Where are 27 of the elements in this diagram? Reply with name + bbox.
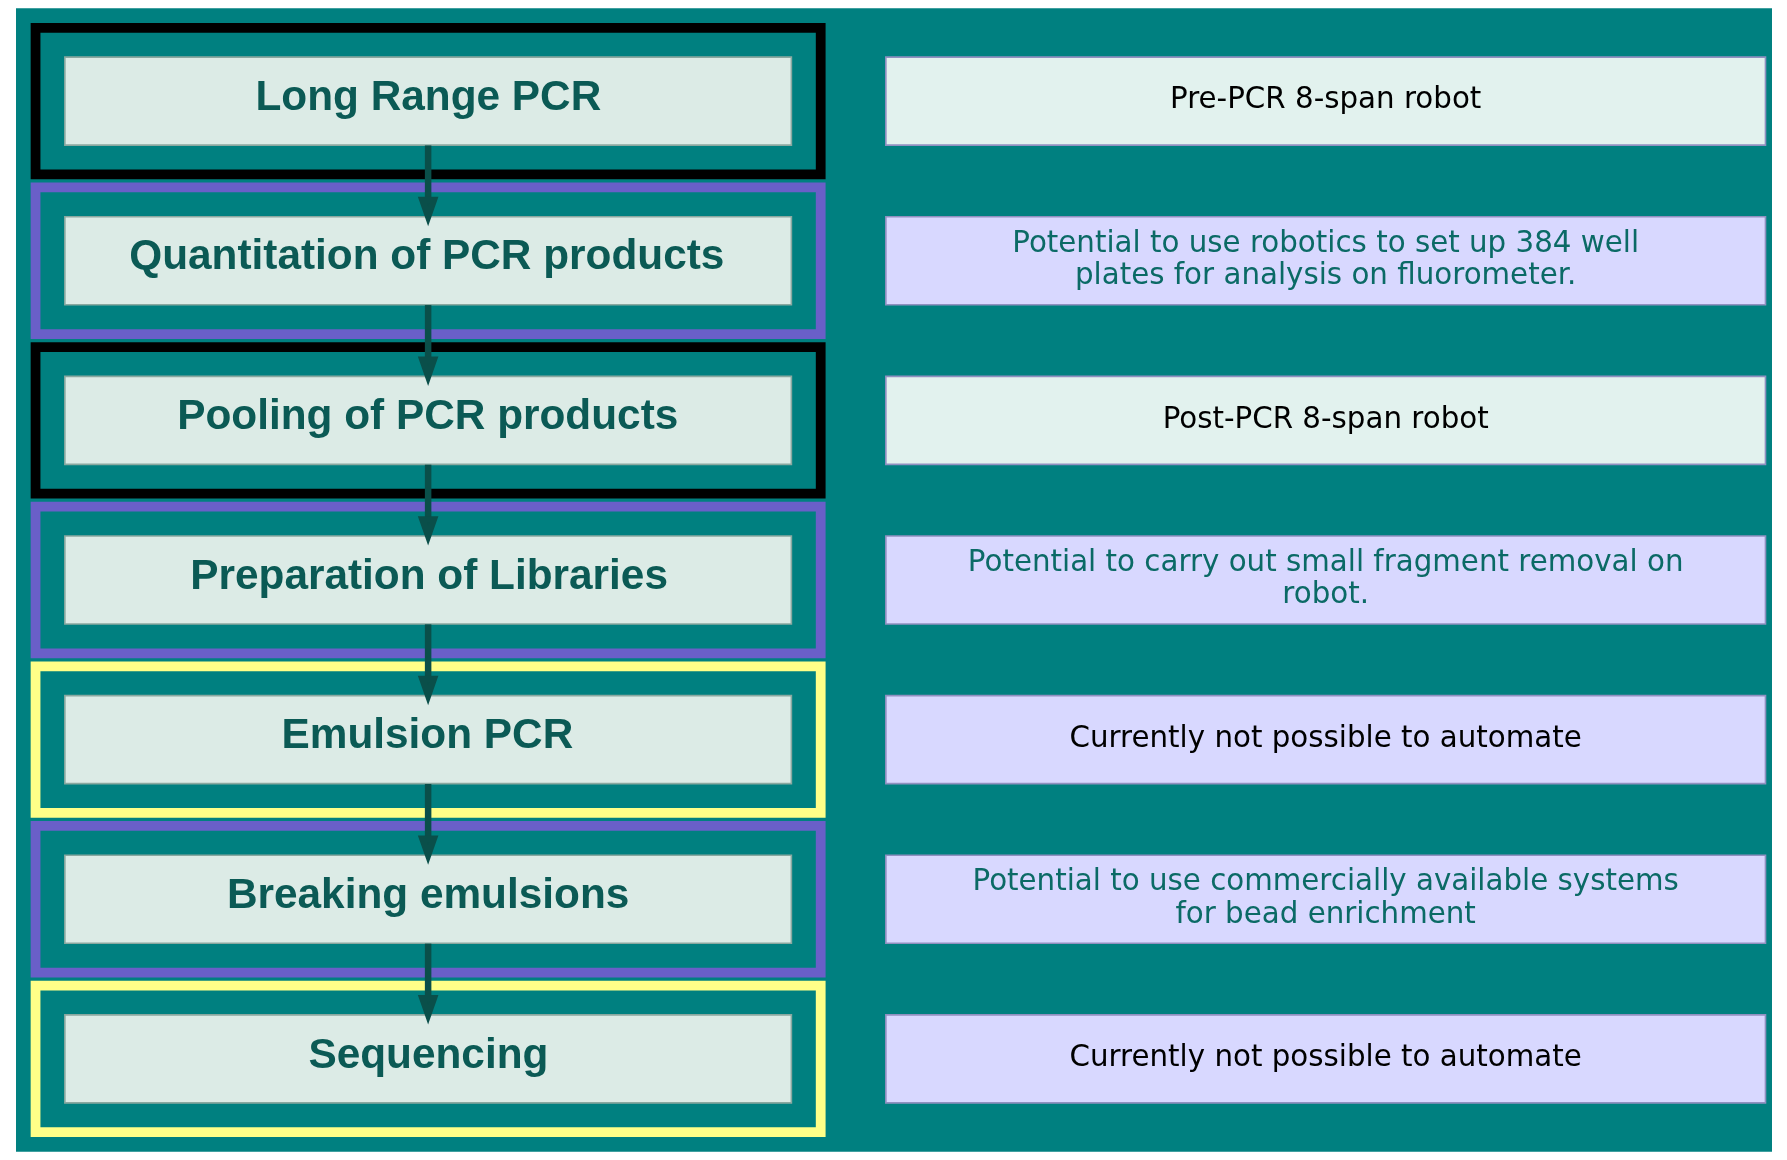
node-box: Quantitation of PCR products bbox=[63, 215, 792, 306]
arrow bbox=[417, 145, 438, 227]
node-box: Long Range PCR bbox=[63, 56, 792, 146]
node-box: Sequencing bbox=[63, 1014, 792, 1104]
arrow bbox=[417, 464, 438, 546]
cluster bbox=[30, 342, 826, 499]
arrow bbox=[417, 943, 438, 1025]
node-box: Emulsion PCR bbox=[63, 694, 792, 785]
cluster bbox=[30, 22, 826, 180]
cluster bbox=[30, 182, 826, 339]
cluster bbox=[30, 980, 826, 1138]
cluster bbox=[30, 821, 826, 978]
node-box: Currently not possible to automate bbox=[884, 1014, 1766, 1104]
arrow bbox=[417, 624, 438, 706]
node-box: Post-PCR 8-span robot bbox=[884, 375, 1766, 466]
arrow bbox=[417, 305, 438, 386]
cluster bbox=[30, 501, 826, 659]
node-box: Pooling of PCR products bbox=[63, 375, 792, 466]
node-box: Potential to carry out small fragment removal on robot. bbox=[884, 535, 1766, 625]
node-box: Currently not possible to automate bbox=[884, 694, 1766, 785]
node-box: Potential to use robotics to set up 384 well plates for analysis on fluorometer. bbox=[884, 215, 1766, 306]
node-box: Breaking emulsions bbox=[63, 854, 792, 945]
arrow bbox=[417, 784, 438, 865]
node-box: Pre-PCR 8-span robot bbox=[884, 56, 1766, 146]
node-box: Potential to use commercially available systems for bead enrichment bbox=[884, 854, 1766, 945]
cluster bbox=[30, 661, 826, 818]
node-box: Preparation of Libraries bbox=[63, 535, 792, 625]
